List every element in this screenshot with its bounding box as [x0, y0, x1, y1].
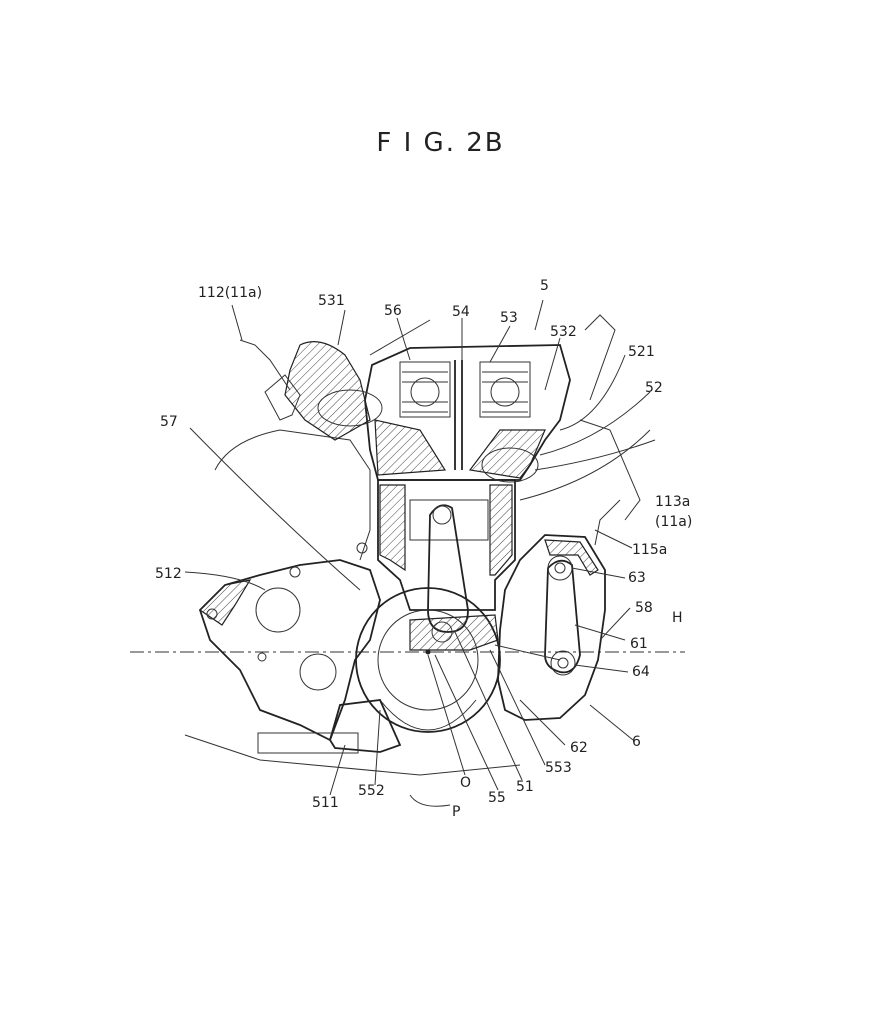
- crank-center-o: [425, 649, 431, 655]
- frame-line-right-3: [519, 429, 651, 501]
- frame-line-bottom: [184, 734, 521, 776]
- cylinder-head-hatch: [374, 419, 447, 476]
- exhaust-port: [481, 447, 539, 483]
- piston: [409, 499, 489, 541]
- frame-line-left: [239, 339, 291, 391]
- crankpin-housing: [409, 614, 499, 651]
- exhaust-camshaft: [490, 377, 520, 407]
- crankcase-outline: [198, 559, 381, 742]
- cylinder-head-hatch-right: [468, 429, 546, 479]
- balancer-case-hatch: [544, 539, 599, 576]
- label-11a: (11a): [655, 514, 692, 530]
- throttle-body: [264, 374, 301, 421]
- label-511: 511: [312, 795, 339, 811]
- label-64: 64: [632, 664, 650, 680]
- oil-pan: [329, 699, 402, 753]
- label-61: 61: [630, 636, 648, 652]
- connecting-rod: [427, 504, 469, 633]
- crankcase-inner-wall: [214, 429, 371, 561]
- balancer-link-61: [544, 559, 581, 674]
- frame-line-right-1: [584, 314, 616, 401]
- crankcase-hatched-wall: [199, 579, 252, 626]
- bolt-hole-3: [257, 652, 267, 662]
- link-upper-pivot-63: [547, 555, 573, 581]
- label-553: 553: [545, 760, 572, 776]
- balancer-arm-62: [494, 644, 561, 661]
- label-52: 52: [645, 380, 663, 396]
- label-o: O: [460, 775, 471, 791]
- spark-plug: [454, 360, 463, 470]
- label-58: 58: [635, 600, 653, 616]
- balancer-gear-circle: [255, 587, 301, 633]
- frame-line-right-2: [579, 419, 641, 521]
- link-upper-pin: [554, 562, 566, 574]
- label-552: 552: [358, 783, 385, 799]
- idler-gear-circle: [299, 653, 337, 691]
- label-115a: 115a: [632, 542, 667, 558]
- exhaust-pipe: [534, 439, 656, 471]
- label-6: 6: [632, 734, 641, 750]
- intake-camshaft: [410, 377, 440, 407]
- intake-port: [284, 341, 371, 441]
- label-532: 532: [550, 324, 577, 340]
- valve-spring-left: [402, 371, 448, 413]
- crankshaft-outer: [355, 587, 501, 733]
- bolt-hole-2: [289, 566, 301, 578]
- label-112-11a: 112(11a): [198, 285, 262, 301]
- oil-pan-base: [257, 732, 359, 754]
- label-h: H: [672, 610, 683, 626]
- crank-counterweight: [379, 699, 477, 731]
- label-63: 63: [628, 570, 646, 586]
- link-lower-pivot-64: [550, 650, 576, 676]
- figure-title: F I G. 2B: [376, 128, 505, 158]
- label-p: P: [452, 804, 460, 820]
- cylinder-right-wall: [489, 484, 513, 576]
- frame-line-upper: [369, 319, 431, 356]
- valve-spring-right: [482, 371, 528, 413]
- camshaft-housing-left: [399, 361, 451, 418]
- label-55: 55: [488, 790, 506, 806]
- label-521: 521: [628, 344, 655, 360]
- label-512: 512: [155, 566, 182, 582]
- leader-lines: [184, 299, 651, 807]
- label-113a: 113a: [655, 494, 690, 510]
- label-62: 62: [570, 740, 588, 756]
- camshaft-housing-right: [479, 361, 531, 418]
- label-54: 54: [452, 304, 470, 320]
- intake-passage: [317, 389, 383, 427]
- cylinder-left-wall: [379, 484, 406, 572]
- balancer-case: [497, 534, 606, 721]
- piston-pin: [432, 505, 452, 525]
- crankshaft-web: [377, 609, 479, 711]
- label-5: 5: [540, 278, 549, 294]
- bolt-hole-1: [206, 608, 218, 620]
- label-53: 53: [500, 310, 518, 326]
- label-51: 51: [516, 779, 534, 795]
- label-531: 531: [318, 293, 345, 309]
- crankpin: [431, 621, 453, 643]
- label-57: 57: [160, 414, 178, 430]
- link-lower-pin: [557, 657, 569, 669]
- cylinder-head: [364, 344, 571, 481]
- label-56: 56: [384, 303, 402, 319]
- bolt-hole-4: [356, 542, 368, 554]
- cylinder-block: [377, 479, 516, 611]
